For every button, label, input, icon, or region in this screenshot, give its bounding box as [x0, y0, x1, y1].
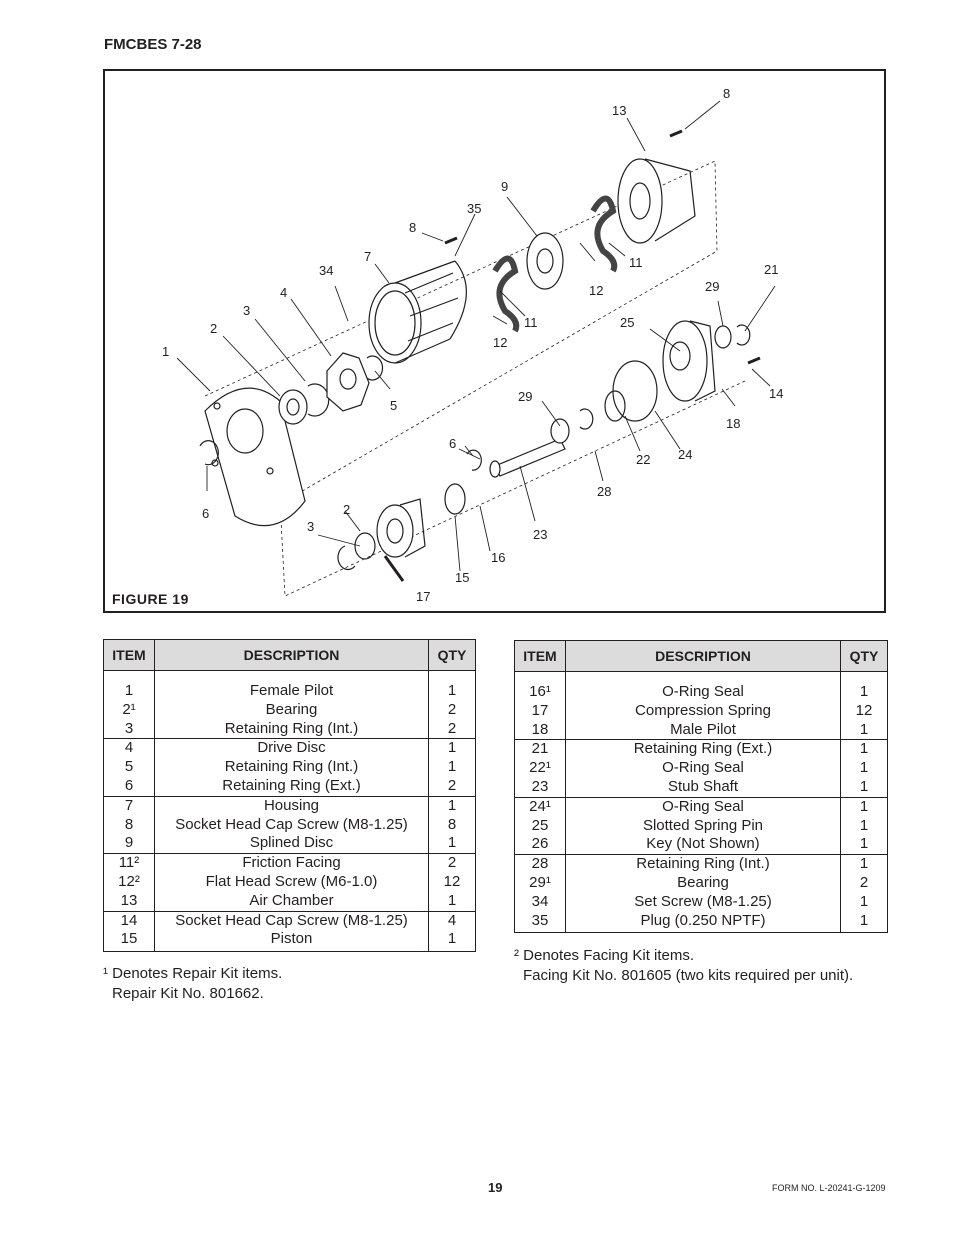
callout-numbers: 1 2 3 4 34 7 8 35 9 13 8 11 12 11 12 21 …: [162, 86, 783, 604]
callout-11: 11: [629, 255, 643, 270]
piston-part: [337, 498, 426, 582]
column-header-qty: QTY: [428, 639, 476, 671]
callout-28: 28: [597, 484, 611, 499]
cap-screws: [444, 129, 761, 365]
callout-12b: 12: [493, 335, 507, 350]
footnote-line: Facing Kit No. 801605 (two kits required…: [523, 967, 854, 984]
drive-disc-part: [326, 352, 384, 412]
air-chamber-part: [617, 158, 696, 244]
friction-facing-parts: [492, 195, 618, 333]
callout-29b: 29: [518, 389, 532, 404]
callout-29: 29: [705, 279, 719, 294]
callout-21: 21: [764, 262, 778, 277]
footnote-line: Repair Kit No. 801662.: [112, 985, 264, 1002]
splined-disc-part: [526, 232, 564, 290]
callout-17: 17: [416, 589, 430, 604]
callout-24: 24: [678, 447, 692, 462]
column-header-description: DESCRIPTION: [565, 640, 841, 672]
column-header-qty: QTY: [840, 640, 888, 672]
callout-18: 18: [726, 416, 740, 431]
callout-leader-lines: [176, 100, 776, 572]
callout-2b: 2: [343, 502, 350, 517]
female-pilot-part: [204, 387, 306, 527]
callout-9: 9: [501, 179, 508, 194]
footnote-line: ¹ Denotes Repair Kit items.: [103, 965, 283, 982]
callout-6b: 6: [202, 506, 209, 521]
column-header-item: ITEM: [514, 640, 566, 672]
callout-16: 16: [491, 550, 505, 565]
callout-14: 14: [769, 386, 783, 401]
callout-5: 5: [390, 398, 397, 413]
figure-label: FIGURE 19: [112, 591, 189, 607]
column-header-item: ITEM: [103, 639, 155, 671]
callout-3: 3: [243, 303, 250, 318]
callout-8b: 8: [723, 86, 730, 101]
exploded-view-figure: 1 2 3 4 34 7 8 35 9 13 8 11 12 11 12 21 …: [103, 69, 886, 613]
repair-kit-footnote: ¹ Denotes Repair Kit items. Repair Kit N…: [103, 964, 282, 1004]
bearing-and-rings-left: [199, 383, 330, 466]
callout-4: 4: [280, 285, 287, 300]
form-number: FORM NO. L-20241-G-1209: [772, 1183, 886, 1193]
callout-34: 34: [319, 263, 333, 278]
callout-6: 6: [449, 436, 456, 451]
page-title: FMCBES 7-28: [104, 36, 202, 53]
callout-2: 2: [210, 321, 217, 336]
column-header-description: DESCRIPTION: [154, 639, 429, 671]
housing-part: [368, 260, 467, 364]
male-pilot-part: [662, 320, 751, 402]
footnote-line: ² Denotes Facing Kit items.: [514, 947, 695, 964]
callout-13: 13: [612, 103, 626, 118]
o-ring-parts: [444, 360, 658, 515]
callout-8: 8: [409, 220, 416, 235]
callout-11b: 11: [524, 315, 538, 330]
callout-12: 12: [589, 283, 603, 298]
exploded-view-drawing: 1 2 3 4 34 7 8 35 9 13 8 11 12 11 12 21 …: [162, 86, 783, 604]
callout-35: 35: [467, 201, 481, 216]
callout-1: 1: [162, 344, 169, 359]
callout-25: 25: [620, 315, 634, 330]
page-number: 19: [488, 1180, 503, 1195]
callout-3b: 3: [307, 519, 314, 534]
callout-7: 7: [364, 249, 371, 264]
callout-22: 22: [636, 452, 650, 467]
stub-shaft-part: [466, 408, 594, 478]
assembly-axis-lines: [204, 160, 746, 597]
facing-kit-footnote: ² Denotes Facing Kit items. Facing Kit N…: [514, 946, 853, 986]
callout-15: 15: [455, 570, 469, 585]
callout-23: 23: [533, 527, 547, 542]
